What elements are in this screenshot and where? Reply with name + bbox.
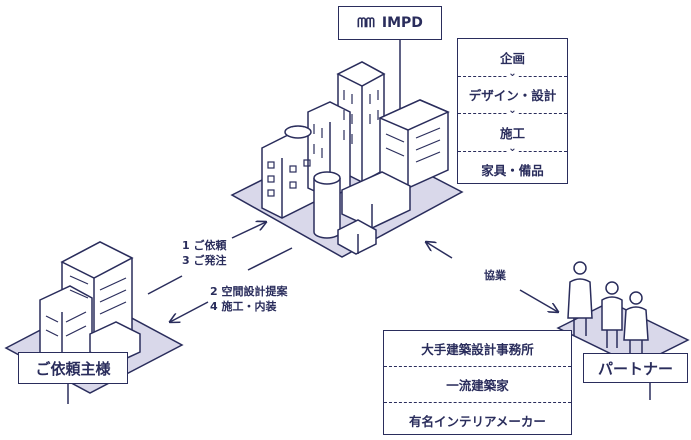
partners-list: 大手建築設計事務所 一流建築家 有名インテリアメーカー — [383, 330, 572, 435]
impd-sign: ᗰᗰ IMPD — [338, 6, 442, 40]
services-list: 企画 ⌄デザイン・設計 ⌄施工 ⌄家具・備品 — [457, 38, 568, 184]
service-item: ⌄家具・備品 — [458, 143, 567, 189]
flow-label-request: 1 ご依頼 3 ご発注 — [182, 239, 227, 267]
impd-city-illustration — [230, 61, 464, 258]
chevron-down-icon: ⌄ — [506, 105, 519, 116]
service-item: 企画 — [499, 50, 525, 66]
partner-label: パートナー — [583, 353, 688, 383]
impd-logo-icon: ᗰᗰ — [357, 15, 375, 31]
flow-arrows — [147, 222, 558, 322]
partner-people-illustration — [556, 261, 690, 400]
company-name: IMPD — [381, 15, 423, 31]
partner-item: 有名インテリアメーカー — [384, 402, 571, 438]
service-item: ⌄デザイン・設計 — [458, 68, 567, 114]
chevron-down-icon: ⌄ — [506, 67, 519, 79]
partner-item: 大手建築設計事務所 — [421, 342, 534, 357]
flow-label-collaboration: 協業 — [484, 269, 506, 282]
chevron-down-icon: ⌄ — [506, 142, 519, 154]
service-item: ⌄施工 — [458, 106, 567, 151]
partner-item: 一流建築家 — [384, 366, 571, 402]
client-label: ご依頼主様 — [18, 352, 128, 384]
flow-label-proposal: 2 空間設計提案 4 施工・内装 — [210, 285, 288, 313]
